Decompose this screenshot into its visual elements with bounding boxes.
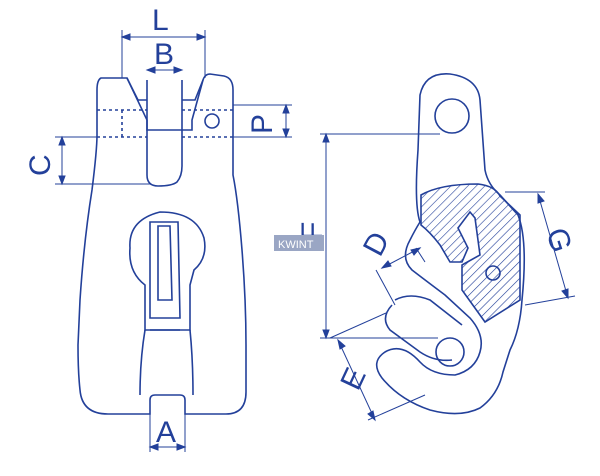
front-upper-slot [146,80,183,187]
label-B: B [154,38,174,71]
front-bottom-curve-r [189,329,194,396]
dim-line-E [337,339,376,421]
side-hook-throat-b [394,295,463,326]
label-P: P [246,114,279,134]
front-lower-opening [128,211,206,331]
front-view [77,73,247,415]
label-D: D [357,227,396,262]
front-latch-inner [157,225,173,301]
front-prong-left [126,77,147,101]
watermark-text: KWINT [278,239,314,251]
side-latch-section [420,183,521,324]
side-eye-hole [434,98,470,134]
kwint-watermark: KWINT [274,235,324,251]
front-bottom-curve [139,329,146,396]
front-body-outline [77,73,247,415]
front-prong-right [182,79,204,101]
front-pin-hole [204,113,220,129]
label-A: A [156,416,176,449]
side-dimensions [320,132,576,422]
label-C: C [24,154,57,176]
front-dimensions [55,30,292,452]
front-latch-tongue [149,221,181,319]
label-L: L [152,4,169,37]
label-E: E [334,363,372,395]
dim-line-G [537,193,569,299]
label-G: G [539,224,578,256]
side-hook-throat [384,304,453,362]
side-load-pin [435,337,465,367]
